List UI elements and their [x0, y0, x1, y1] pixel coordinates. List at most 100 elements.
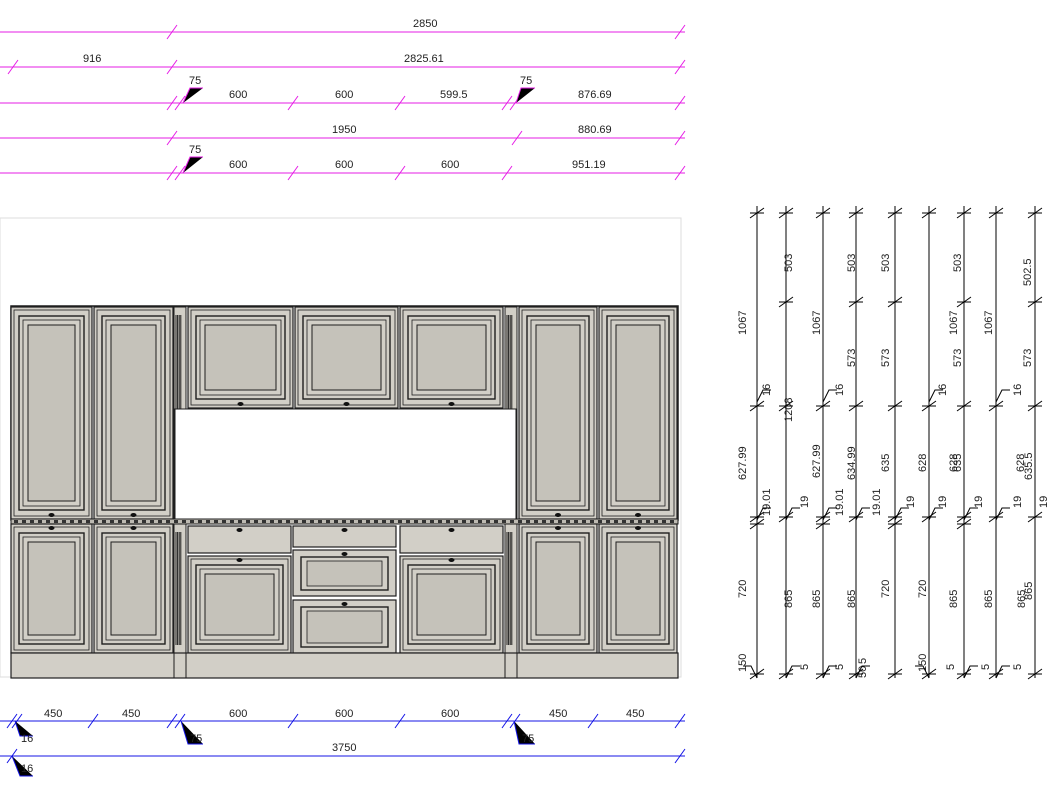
worktop-tick — [110, 520, 114, 523]
drawer-handle — [341, 602, 348, 606]
dim-label: 5 — [1012, 664, 1024, 670]
dim-label: 865 — [846, 590, 858, 608]
worktop-tick — [446, 520, 450, 523]
dim-leader — [963, 665, 978, 679]
dim-label: 16 — [21, 733, 33, 745]
dim-tick — [848, 296, 864, 308]
dim-label: 600 — [335, 159, 353, 171]
top-dim-row-5: 75 600 600 600 951.19 — [0, 144, 686, 181]
worktop-tick — [406, 520, 410, 523]
worktop-tick — [222, 520, 226, 523]
worktop-tick — [574, 520, 578, 523]
dim-tick — [848, 511, 864, 523]
dim-label: 1067 — [948, 311, 960, 335]
plinth — [10, 652, 679, 679]
dim-label: 600 — [229, 89, 247, 101]
dim-label: 19 — [937, 496, 949, 508]
door-panel — [110, 324, 157, 502]
bottom-dim-row-3: 16 — [11, 755, 33, 777]
drawer-frame — [300, 556, 389, 591]
worktop-tick — [150, 520, 154, 523]
dim-label: 450 — [122, 708, 140, 720]
door-panel — [535, 541, 581, 636]
dim-tick — [778, 511, 794, 523]
door-handle — [48, 526, 55, 530]
worktop-tick — [598, 520, 602, 523]
worktop-tick — [206, 520, 210, 523]
dim-tick — [921, 207, 937, 219]
dim-label: 1067 — [737, 311, 749, 335]
worktop-tick — [142, 520, 146, 523]
worktop-tick — [510, 520, 514, 523]
dim-label: 75 — [190, 733, 202, 745]
dim-leader — [915, 665, 930, 679]
dim-tick — [848, 668, 864, 680]
worktop-tick — [54, 520, 58, 523]
worktop-tick — [214, 520, 218, 523]
cabinet-drawer — [187, 525, 292, 554]
worktop-tick — [558, 520, 562, 523]
dim-label: 5 — [980, 664, 992, 670]
dim-tick — [815, 518, 831, 530]
top-dim-row-1: 2850 — [0, 18, 686, 40]
dim-leader — [822, 389, 837, 403]
dim-tick — [988, 400, 1004, 412]
worktop-tick — [374, 520, 378, 523]
dim-label: 573 — [880, 349, 892, 367]
dim-tick — [956, 518, 972, 530]
dim-label: 150 — [917, 654, 929, 672]
dim-label: 1208 — [783, 398, 795, 422]
dim-tick — [778, 296, 794, 308]
dim-tick — [956, 668, 972, 680]
dim-label: 16 — [1012, 384, 1024, 396]
dim-label: 720 — [917, 580, 929, 598]
door-molding — [411, 568, 492, 641]
worktop-tick — [390, 520, 394, 523]
dim-label: 865 — [983, 590, 995, 608]
door-frame — [407, 315, 496, 400]
door-molding — [105, 536, 162, 641]
door-handle — [130, 513, 137, 517]
door-molding — [22, 319, 81, 507]
dim-label: 865 — [783, 590, 795, 608]
dim-label: 19 — [799, 496, 811, 508]
dim-tick — [749, 511, 765, 523]
dim-tick — [988, 668, 1004, 680]
wall-opening — [174, 408, 517, 520]
drawer-outline — [292, 525, 397, 548]
dim-tick — [815, 668, 831, 680]
worktop-tick — [462, 520, 466, 523]
dim-label: 573 — [846, 349, 858, 367]
dim-label: 150 — [737, 654, 749, 672]
dim-label: 503 — [952, 254, 964, 272]
dim-tick — [1027, 511, 1043, 523]
cabinet-door — [598, 523, 678, 654]
worktop-tick — [294, 520, 298, 523]
bottom-dimension-block: 450 450 600 600 600 450 450 16 75 75 375… — [0, 708, 686, 777]
dim-tick — [778, 668, 794, 680]
worktop-tick — [118, 520, 122, 523]
dim-tick — [778, 207, 794, 219]
worktop-tick — [534, 520, 538, 523]
door-handle — [448, 558, 455, 562]
door-frame — [407, 564, 496, 645]
door-handle — [635, 526, 641, 530]
door-frame — [195, 315, 286, 400]
dim-label: 1950 — [332, 124, 356, 136]
door-handle — [343, 402, 350, 406]
worktop-tick — [414, 520, 418, 523]
dim-leader — [995, 665, 1010, 679]
worktop-tick — [318, 520, 322, 523]
dim-label: 600 — [335, 708, 353, 720]
dim-tick — [956, 511, 972, 523]
cabinet-door — [187, 306, 294, 409]
door-molding — [610, 319, 666, 507]
worktop-tick — [582, 520, 586, 523]
dim-leader — [963, 507, 978, 521]
door-panel — [615, 541, 661, 636]
dim-tick — [815, 400, 831, 412]
dim-tick — [956, 296, 972, 308]
worktop-tick — [270, 520, 274, 523]
dim-label: 19.01 — [871, 488, 883, 516]
filler-strip — [504, 523, 518, 654]
